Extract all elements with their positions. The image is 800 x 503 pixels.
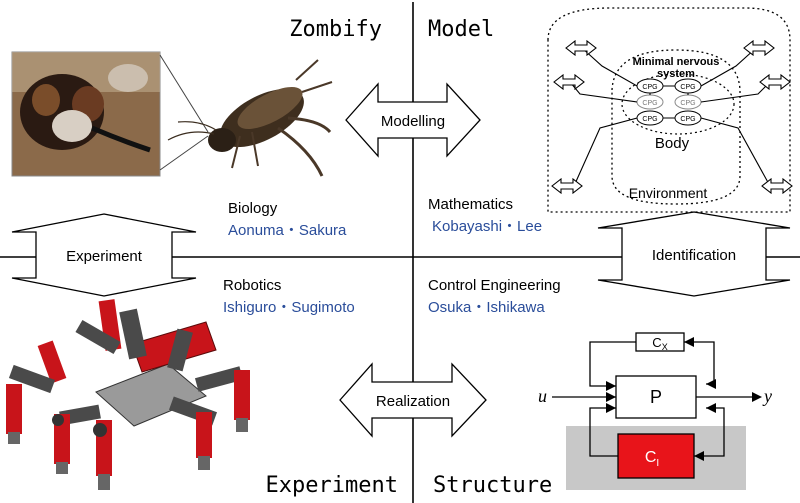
nervous-system-title-1: Minimal nervous <box>633 56 720 68</box>
control-block-diagram: CX P CI u y <box>538 332 772 490</box>
field-biology: Biology <box>228 200 278 217</box>
realization-label: Realization <box>376 393 450 410</box>
identification-label: Identification <box>652 247 736 264</box>
nervous-system-title-2: system <box>657 68 695 80</box>
ci-label: C <box>645 449 657 466</box>
svg-text:CPG: CPG <box>680 100 695 107</box>
cpg-node: CPG <box>674 110 702 126</box>
zoom-line-bottom <box>159 135 209 171</box>
field-control-engineering: Control Engineering <box>428 277 561 294</box>
cx-subscript: X <box>662 342 668 352</box>
svg-text:CX: CX <box>652 335 667 352</box>
cpg-node: CPG <box>636 94 664 110</box>
minimal-nervous-system-region <box>621 73 735 135</box>
field-mathematics: Mathematics <box>428 196 513 213</box>
quadrant-title-zombify: Zombify <box>289 17 382 42</box>
quadrant-title-structure: Structure <box>433 473 552 498</box>
cpg-node: CPG <box>674 94 702 110</box>
svg-text:CPG: CPG <box>642 100 657 107</box>
cpg-node: CPG <box>636 110 664 126</box>
cpg-node: CPG <box>674 78 702 94</box>
realization-arrow: Realization <box>339 362 487 438</box>
input-u-label: u <box>538 386 547 406</box>
modelling-arrow: Modelling <box>345 82 481 158</box>
identification-arrow: Identification <box>597 211 791 297</box>
cricket-head-photo <box>11 51 161 177</box>
plant-label: P <box>650 387 662 407</box>
modelling-label: Modelling <box>381 113 445 130</box>
experiment-label: Experiment <box>66 248 143 265</box>
zoom-line-top <box>159 54 209 133</box>
signal-arrowheads <box>606 337 762 461</box>
people-control-engineering: Osuka・Ishikawa <box>428 299 545 316</box>
environment-boundary <box>547 7 791 213</box>
people-mathematics: Kobayashi・Lee <box>432 218 542 235</box>
svg-text:CPG: CPG <box>642 116 657 123</box>
body-label: Body <box>655 135 690 152</box>
actuator-arrow <box>551 39 793 195</box>
experiment-arrow: Experiment <box>11 213 197 297</box>
svg-text:CPG: CPG <box>680 116 695 123</box>
quadrant-title-experiment: Experiment <box>266 473 398 498</box>
people-robotics: Ishiguro・Sugimoto <box>223 299 355 316</box>
svg-text:CI: CI <box>645 449 659 469</box>
environment-label: Environment <box>629 185 708 201</box>
nervous-system-model: Minimal nervous system Body Environment … <box>547 7 793 213</box>
people-biology: Aonuma・Sakura <box>228 222 347 239</box>
cpg-node: CPG <box>636 78 664 94</box>
body-boundary <box>611 49 741 205</box>
quadrant-title-model: Model <box>428 17 494 42</box>
svg-text:CPG: CPG <box>642 84 657 91</box>
ci-subscript: I <box>656 458 659 469</box>
field-robotics: Robotics <box>223 277 281 294</box>
output-y-label: y <box>762 386 772 406</box>
hexapod-robot-illustration <box>6 299 250 490</box>
cricket-illustration <box>167 59 333 177</box>
svg-text:CPG: CPG <box>680 84 695 91</box>
cx-label: C <box>652 335 661 350</box>
